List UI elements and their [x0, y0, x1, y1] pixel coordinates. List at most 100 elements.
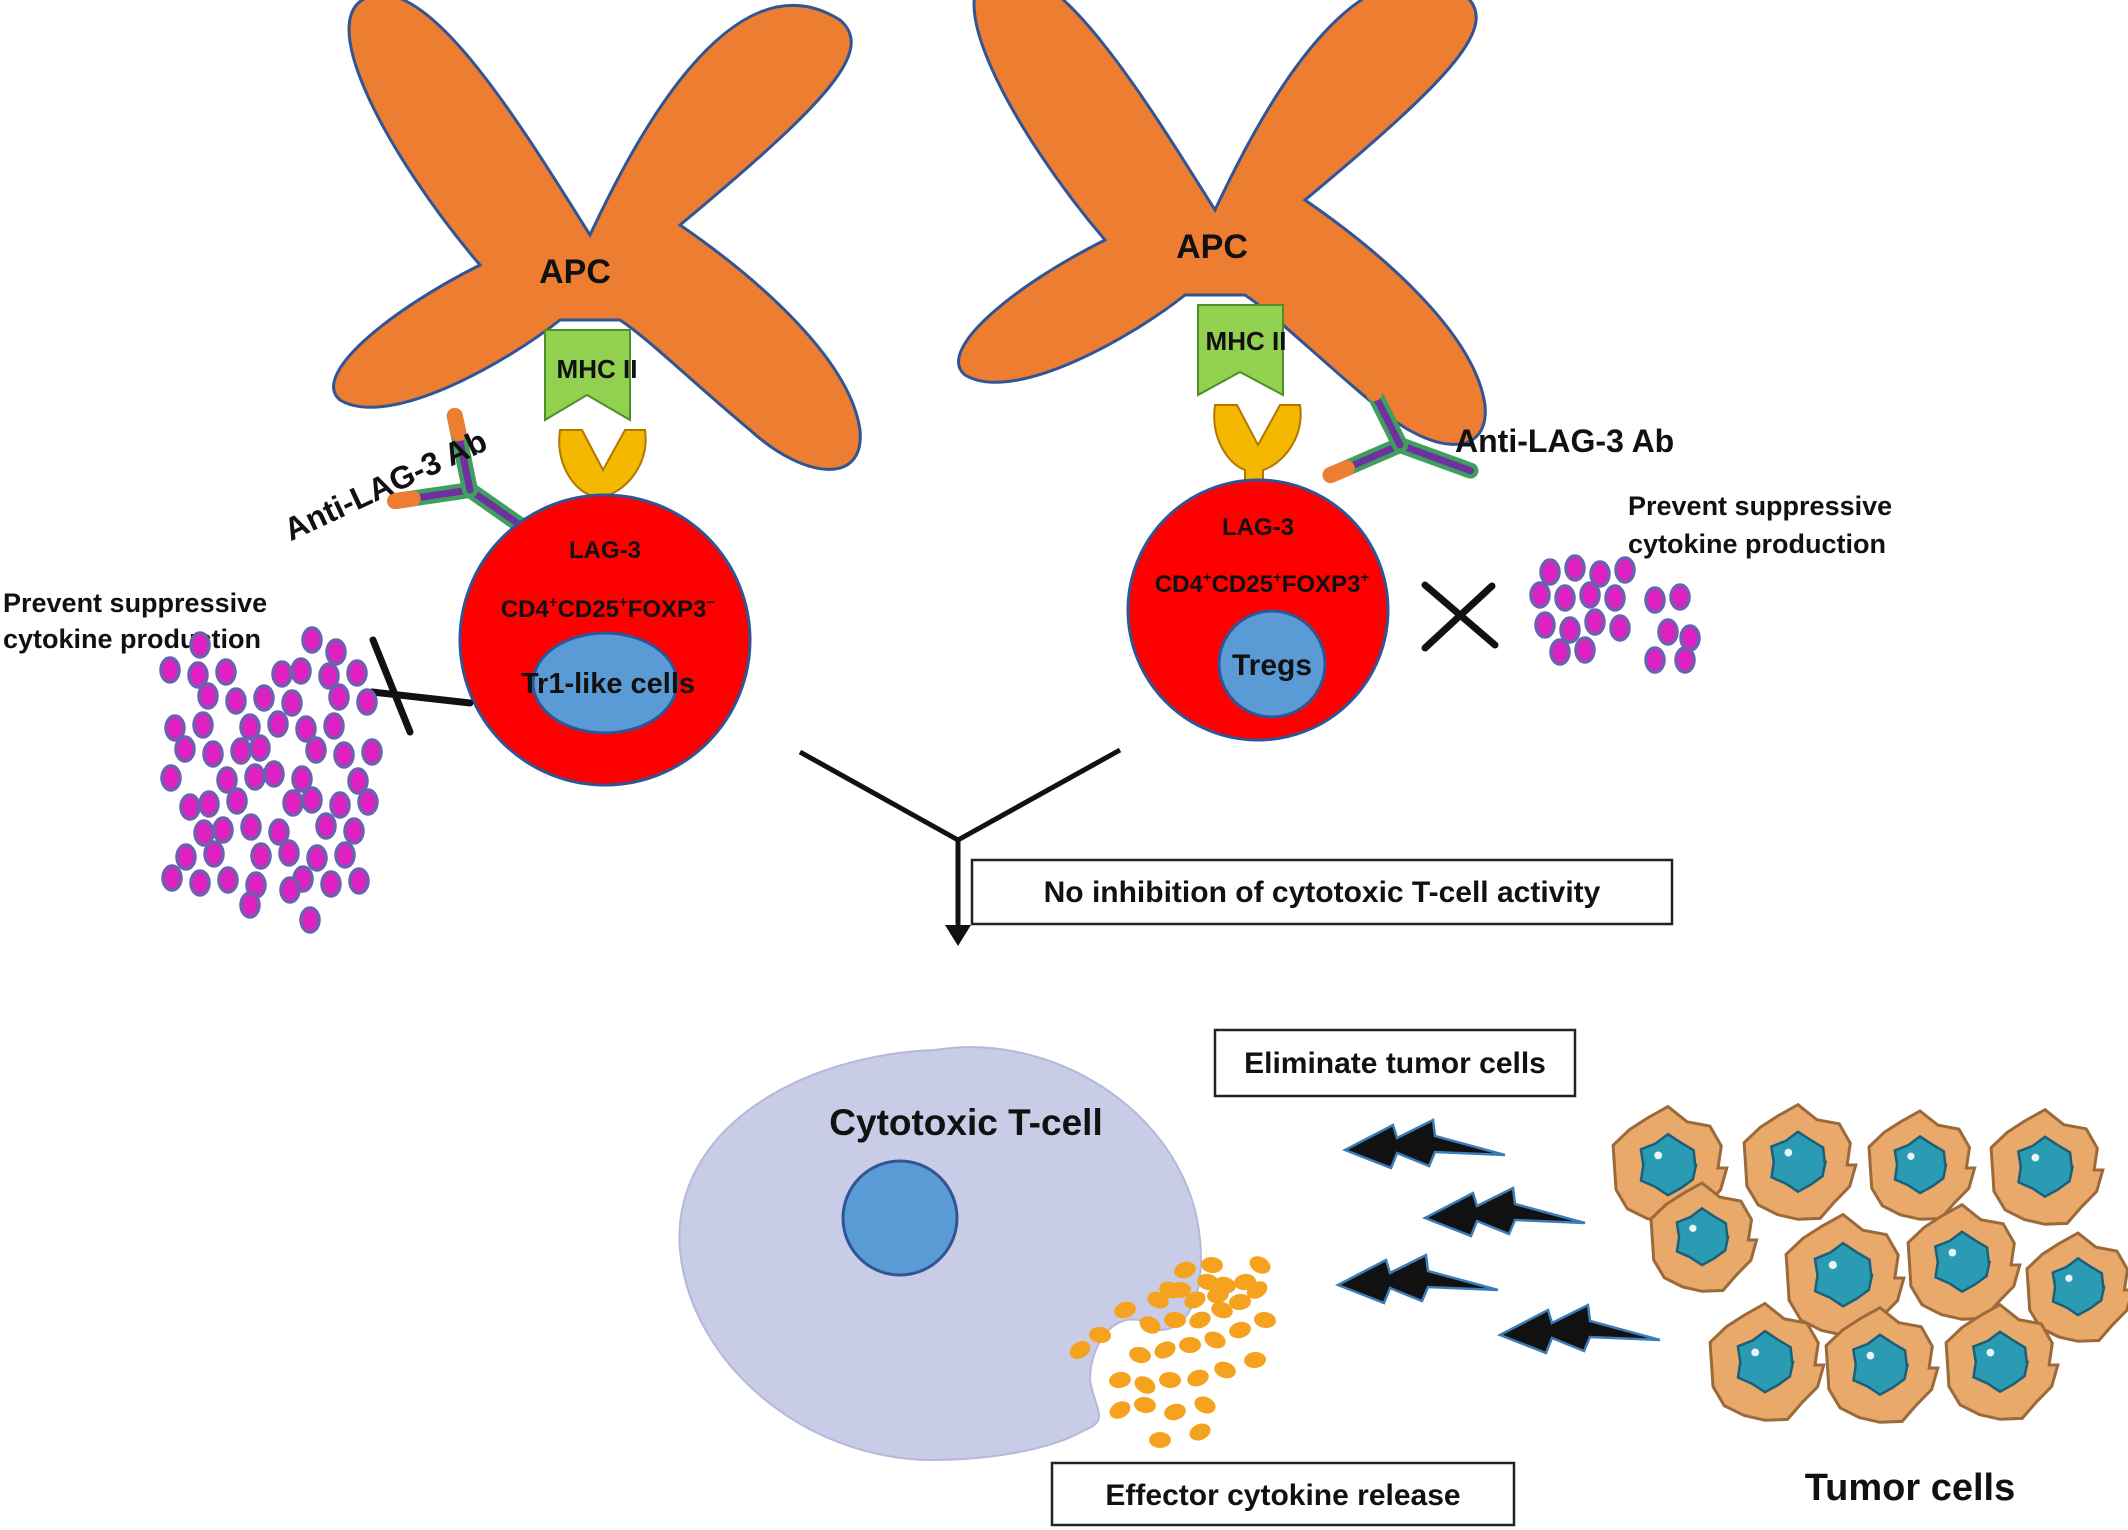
effector-cytokine-dot-icon: [1234, 1273, 1256, 1291]
cytokine-dot-icon: [291, 765, 313, 793]
left-prevent-line2: cytokine production: [3, 624, 261, 654]
cytokine-dot-icon: [315, 812, 337, 840]
cytokine-dot-icon: [1604, 584, 1626, 612]
tumor-cell-icon: [2025, 1231, 2128, 1343]
ctl-nucleus: [841, 1159, 959, 1277]
eliminate-text: Eliminate tumor cells: [1244, 1047, 1546, 1080]
cytokine-dot-icon: [161, 864, 183, 892]
arrow-head: [945, 925, 971, 946]
effector-cytokine-dot-icon: [1149, 1432, 1171, 1448]
cytokine-dot-icon: [357, 788, 379, 816]
no-inhibition-text: No inhibition of cytotoxic T-cell activi…: [1044, 876, 1601, 909]
cytokine-dot-icon: [268, 818, 290, 846]
right-mhc-label: MHC II: [1206, 326, 1287, 356]
effector-cytokine-dot-icon: [1229, 1321, 1251, 1339]
left-block-x-icon: [368, 636, 474, 736]
ctl-label: Cytotoxic T-cell: [829, 1102, 1102, 1143]
cytokine-dot-icon: [1554, 584, 1576, 612]
effector-cytokine-dot-icon: [1189, 1311, 1211, 1329]
cytokine-dot-icon: [225, 687, 247, 715]
cytokine-dot-icon: [175, 843, 197, 871]
effector-cytokine-dot-icon: [1179, 1336, 1201, 1354]
cytokine-dot-icon: [356, 688, 378, 716]
cytokine-dot-icon: [212, 816, 234, 844]
cytokine-dot-icon: [323, 712, 345, 740]
effector-cytokine-dot-icon: [1197, 1273, 1219, 1291]
cytokine-dot-icon: [325, 638, 347, 666]
right-prevent-line1: Prevent suppressive: [1628, 491, 1892, 521]
effector-cytokine-dot-icon: [1114, 1301, 1136, 1319]
left-panel: APC MHC II Anti-LAG-3 Ab LAG-3 CD4+CD25+…: [3, 0, 862, 934]
cytokine-dot-icon: [192, 711, 214, 739]
cytokine-dot-icon: [328, 683, 350, 711]
tumor-cell-icon: [1824, 1305, 1940, 1424]
effector-cytokine-dot-icon: [1069, 1341, 1091, 1359]
cytokine-dot-icon: [179, 793, 201, 821]
effector-release-text: Effector cytokine release: [1105, 1479, 1460, 1512]
effector-cytokine-dot-icon: [1194, 1396, 1216, 1414]
effector-cytokine-dot-icon: [1187, 1369, 1209, 1387]
cytokine-dot-icon: [1579, 581, 1601, 609]
cytokine-dot-icon: [202, 740, 224, 768]
cytokine-dot-icon: [240, 813, 262, 841]
cytokine-dot-icon: [348, 867, 370, 895]
effector-cytokine-dot-icon: [1184, 1291, 1206, 1309]
right-panel: APC MHC II Anti-LAG-3 Ab LAG-3 CD4+CD25+…: [957, 0, 1892, 742]
eliminate-box: [1213, 1028, 1577, 1098]
cytokine-dot-icon: [217, 866, 239, 894]
lightning-bolt-icon: [1496, 1303, 1661, 1355]
cytokine-dot-icon: [244, 763, 266, 791]
cytokine-dot-icon: [160, 764, 182, 792]
cytokine-dot-icon: [1534, 611, 1556, 639]
left-apc-label: APC: [539, 253, 611, 291]
lightning-bolt-icon: [1334, 1253, 1499, 1305]
cytokine-dot-icon: [1609, 614, 1631, 642]
cytokine-dot-icon: [318, 662, 340, 690]
tumor-cell-icon: [1708, 1301, 1826, 1422]
cytokine-dot-icon: [189, 869, 211, 897]
cytokine-dot-icon: [320, 870, 342, 898]
effector-cytokine-dot-icon: [1244, 1351, 1266, 1369]
cytokine-dot-icon: [299, 906, 321, 934]
cytokine-dot-icon: [226, 787, 248, 815]
cytokine-dot-icon: [239, 891, 261, 919]
cytokine-dot-icon: [281, 689, 303, 717]
cytokine-dot-icon: [306, 844, 328, 872]
effector-cytokine-dot-icon: [1204, 1331, 1226, 1349]
effector-cytokine-dot-icon: [1164, 1403, 1186, 1421]
effector-cytokine-dot-icon: [1134, 1376, 1156, 1394]
effector-cytokine-dot-icon: [1154, 1341, 1176, 1359]
cytokine-dot-icon: [361, 738, 383, 766]
cytokine-dot-icon: [164, 714, 186, 742]
left-cytokine-cluster: [159, 626, 383, 934]
cytokine-dot-icon: [267, 710, 289, 738]
tumor-cell-icon: [1867, 1109, 1977, 1221]
cytokine-dot-icon: [305, 736, 327, 764]
left-prevent-line1: Prevent suppressive: [3, 588, 267, 618]
effector-cytokine-dot-icon: [1089, 1326, 1111, 1344]
cytokine-dot-icon: [250, 842, 272, 870]
right-block-x-icon: [1421, 581, 1499, 652]
cytokine-dot-icon: [1529, 581, 1551, 609]
effector-cytokine-dot-icon: [1214, 1361, 1236, 1379]
cytokine-dot-icon: [343, 817, 365, 845]
cytokine-dot-icon: [230, 737, 252, 765]
effector-cytokine-dot-icon: [1214, 1276, 1236, 1294]
cytokine-dot-icon: [187, 661, 209, 689]
cytokine-dot-icon: [301, 786, 323, 814]
effector-cytokine-dot-icon: [1189, 1423, 1211, 1441]
right-mhc-ii-receptor-icon: [1197, 304, 1284, 397]
effector-cytokine-dot-icon: [1201, 1256, 1223, 1274]
cytokine-dot-icon: [239, 713, 261, 741]
cytokine-dot-icon: [197, 682, 219, 710]
right-antibody-label: Anti-LAG-3 Ab: [1455, 423, 1674, 459]
effector-cytokine-dot-icon: [1159, 1371, 1181, 1389]
effector-cytokine-cluster: [1069, 1256, 1276, 1448]
cytokine-dot-icon: [263, 760, 285, 788]
tumor-cluster: [1611, 1102, 2128, 1424]
cytokine-dot-icon: [1584, 608, 1606, 636]
effector-cytokine-dot-icon: [1254, 1311, 1276, 1329]
no-inhibition-box: [970, 858, 1674, 926]
right-nucleus: [1217, 609, 1327, 719]
effector-cytokine-dot-icon: [1139, 1316, 1161, 1334]
